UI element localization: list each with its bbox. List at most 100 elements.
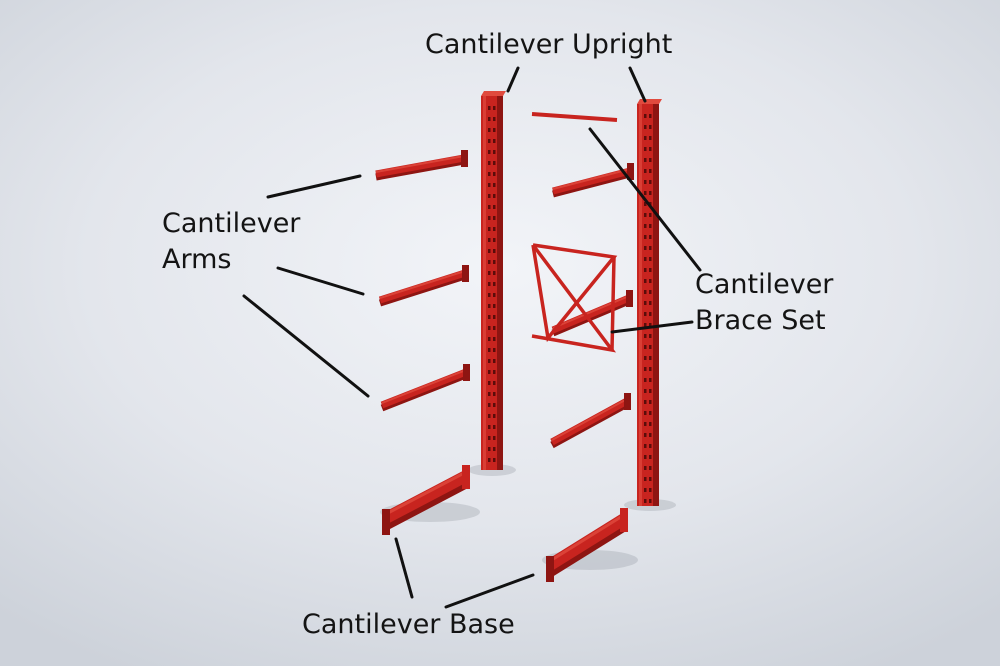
upright-hole [644, 301, 647, 305]
upright-hole [493, 161, 496, 165]
upright-hole [649, 147, 652, 151]
upright-hole [493, 216, 496, 220]
base-top-flange [549, 513, 625, 563]
upright-hole [649, 235, 652, 239]
upright-hole [493, 183, 496, 187]
brace-diagonal [531, 243, 617, 353]
upright-hole [644, 147, 647, 151]
upright-hole [649, 180, 652, 184]
upright-hole [488, 227, 491, 231]
leader-arms-bottom [242, 294, 370, 398]
upright-hole [493, 436, 496, 440]
upright-hole [644, 136, 647, 140]
arm-body [375, 154, 465, 178]
upright-hole [488, 436, 491, 440]
upright-hole [649, 224, 652, 228]
upright-hole [644, 235, 647, 239]
upright-hole [488, 293, 491, 297]
upright-top [481, 91, 506, 96]
upright-hole [488, 414, 491, 418]
upright-hole [644, 224, 647, 228]
upright-hole [644, 213, 647, 217]
arm-highlight [375, 155, 465, 173]
label-cantilever-arms: Cantilever Arms [162, 206, 300, 278]
upright-top [637, 99, 662, 104]
upright-hole [644, 191, 647, 195]
upright-hole [644, 323, 647, 327]
upright-hole [649, 334, 652, 338]
arm-body [378, 269, 467, 304]
upright-hole [488, 249, 491, 253]
brace-horizontal-bar [531, 112, 618, 122]
upright-hole [649, 323, 652, 327]
upright-hole [488, 271, 491, 275]
upright-side [497, 96, 503, 470]
left-upright [481, 91, 506, 470]
upright-hole [644, 455, 647, 459]
upright-hole [488, 216, 491, 220]
upright-hole [649, 433, 652, 437]
upright-hole [488, 337, 491, 341]
arm-mount-plate [626, 290, 633, 307]
upright-hole [493, 238, 496, 242]
upright-hole [493, 282, 496, 286]
base-web [546, 513, 628, 571]
upright-hole [649, 301, 652, 305]
upright-hole [649, 367, 652, 371]
leader-base-left [394, 537, 414, 599]
arm-mount-plate [463, 364, 470, 381]
upright-hole [644, 444, 647, 448]
x-brace-set [531, 243, 618, 353]
base-end-cap [546, 556, 554, 582]
upright-hole [649, 114, 652, 118]
upright-hole [493, 392, 496, 396]
upright-hole [488, 183, 491, 187]
upright-hole [488, 150, 491, 154]
upright-hole [488, 315, 491, 319]
upright-hole [488, 370, 491, 374]
upright-hole [488, 194, 491, 198]
upright-hole [644, 202, 647, 206]
upright-hole [493, 326, 496, 330]
upright-hole [644, 488, 647, 492]
arm-right-bottom [550, 393, 631, 449]
label-brace-line1: Cantilever [695, 269, 834, 300]
upright-hole [488, 139, 491, 143]
arm-body [552, 167, 631, 195]
leader-upright-right [628, 66, 647, 103]
upright-hole [493, 117, 496, 121]
upright-hole [488, 161, 491, 165]
upright-hole [649, 290, 652, 294]
upright-hole [493, 381, 496, 385]
base-end-plate [462, 465, 470, 489]
leader-arms-middle [276, 266, 365, 296]
leader-brace-set [610, 320, 694, 334]
upright-hole [644, 367, 647, 371]
upright-hole [488, 425, 491, 429]
upright-hole [644, 114, 647, 118]
upright-hole [493, 150, 496, 154]
upright-hole [649, 499, 652, 503]
right-upright [637, 99, 662, 506]
upright-hole [488, 392, 491, 396]
upright-hole [644, 356, 647, 360]
arm-mount-plate [627, 163, 634, 180]
upright-hole [644, 378, 647, 382]
upright-hole [649, 411, 652, 415]
upright-hole [644, 268, 647, 272]
upright-hole [493, 172, 496, 176]
upright-hole [488, 447, 491, 451]
upright-hole [488, 458, 491, 462]
arm-body [550, 397, 629, 446]
base-left [382, 465, 470, 535]
upright-hole [649, 268, 652, 272]
upright-hole [493, 447, 496, 451]
upright-hole [493, 337, 496, 341]
upright-hole [649, 378, 652, 382]
upright-hole [649, 125, 652, 129]
arm-mount-plate [461, 150, 468, 167]
upright-hole [493, 227, 496, 231]
upright-hole [488, 359, 491, 363]
label-arms-line1: Cantilever [162, 208, 301, 239]
